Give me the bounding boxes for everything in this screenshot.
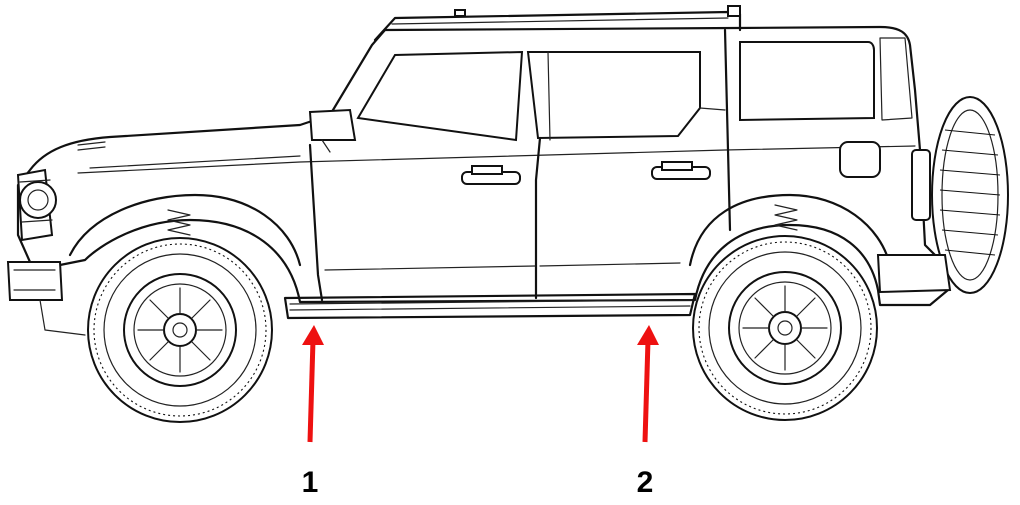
callout-label-1: 1 <box>301 466 319 499</box>
arrow-up-icon <box>302 325 324 345</box>
callout-label-2: 2 <box>636 466 654 499</box>
front-wheel <box>87 237 273 423</box>
suv-side-view-icon <box>6 5 1009 423</box>
callout-arrow-2 <box>637 325 659 443</box>
spare-tire <box>931 96 1009 294</box>
callout-arrow-1 <box>302 325 324 443</box>
rear-coil-spring <box>774 204 798 231</box>
arrow-up-icon <box>637 325 659 345</box>
front-coil-spring <box>167 209 191 236</box>
rear-wheel <box>692 235 878 421</box>
